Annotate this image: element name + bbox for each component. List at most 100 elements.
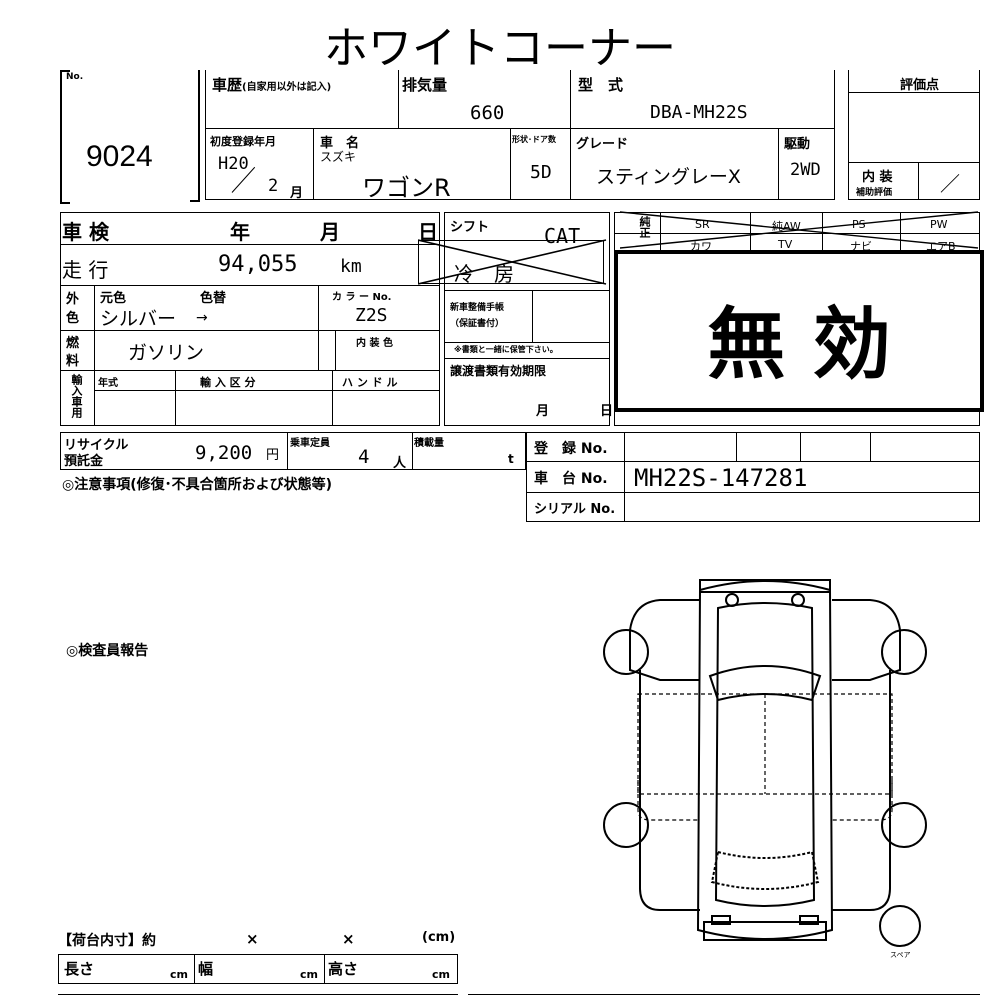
cargo-height-unit: cm xyxy=(432,968,450,981)
car-name: ワゴンR xyxy=(362,174,451,202)
first-reg-month-unit: 月 xyxy=(290,186,304,201)
equip-item-navi: ナビ xyxy=(850,240,872,253)
shaken-label: 車 検 xyxy=(62,220,109,244)
interior-color-label: 内 装 色 xyxy=(356,338,393,349)
lot-number: 9024 xyxy=(86,140,153,173)
recycle-row xyxy=(60,432,526,470)
cargo-width-unit: cm xyxy=(300,968,318,981)
fuel-value: ガソリン xyxy=(128,342,205,364)
manual-note: ※書類と一緒に保管下さい。 xyxy=(454,345,558,354)
shift-label: シフト xyxy=(450,220,490,235)
capacity-unit: 人 xyxy=(393,456,407,471)
mileage-label: 走 行 xyxy=(62,258,109,282)
model-value: DBA-MH22S xyxy=(650,102,748,123)
bottom-rule-right xyxy=(468,994,980,995)
serial-label: シリアル No. xyxy=(534,502,616,517)
recycle-label-2: 預託金 xyxy=(64,454,104,469)
capacity-value: 4 xyxy=(358,446,370,468)
cargo-x1: × xyxy=(246,930,259,948)
shift-value: CAT xyxy=(544,224,581,248)
interior-sub-label: 補助評価 xyxy=(856,188,893,198)
first-reg-label: 初度登録年月 xyxy=(210,135,276,148)
load-label: 積載量 xyxy=(414,438,444,449)
invalid-stamp-box xyxy=(614,250,984,412)
door-label: 形状･ドア数 xyxy=(512,135,556,144)
manual-label-2: （保証書付） xyxy=(450,319,505,329)
outer-color-label-2: 色 xyxy=(66,311,80,326)
no-bracket-left xyxy=(60,70,70,204)
transfer-day: 日 xyxy=(600,404,614,419)
cargo-height-label: 高さ xyxy=(328,960,359,978)
bottom-rule-left xyxy=(58,994,458,995)
cargo-length-label: 長さ xyxy=(64,960,95,978)
capacity-label: 乗車定員 xyxy=(290,438,330,449)
transfer-label: 譲渡書類有効期限 xyxy=(450,364,547,378)
invalid-stamp: 無 効 xyxy=(707,300,891,390)
reg-no-label: 登 録 No. xyxy=(534,441,608,457)
left-grid xyxy=(60,212,440,426)
car-diagram xyxy=(603,579,927,947)
cargo-unit: (cm) xyxy=(422,930,456,945)
mileage-unit: km xyxy=(340,256,362,277)
shaken-year-label: 年 xyxy=(230,220,250,244)
equipment-cross xyxy=(620,211,979,249)
middle-grid xyxy=(444,212,610,426)
color-no-value: Z2S xyxy=(355,305,388,326)
manual-label-1: 新車整備手帳 xyxy=(450,303,505,313)
equip-item-leather: カワ xyxy=(690,240,712,253)
transfer-month: 月 xyxy=(536,404,550,419)
spare-label: スペア xyxy=(890,951,911,959)
equip-item-pw: PW xyxy=(930,218,948,231)
grade-value: スティングレーX xyxy=(596,166,741,188)
load-unit: t xyxy=(508,452,514,466)
aircon-cross xyxy=(418,239,607,285)
repaint-label: 色替 xyxy=(200,291,227,306)
first-reg-era: H20 xyxy=(218,154,249,174)
equip-item-tv: TV xyxy=(778,238,793,251)
drive-label: 駆動 xyxy=(784,137,811,152)
cargo-x2: × xyxy=(342,930,355,948)
fuel-label-2: 料 xyxy=(66,354,80,369)
chassis-value: MH22S-147281 xyxy=(634,464,808,492)
outer-color-label-1: 外 xyxy=(66,292,80,307)
displacement-value: 660 xyxy=(470,102,505,124)
score-box xyxy=(848,70,980,200)
displacement-label: 排気量 xyxy=(402,76,448,94)
repaint-arrow: → xyxy=(196,310,208,326)
handle-label: ハ ン ド ル xyxy=(342,376,398,389)
fuel-label-1: 燃 xyxy=(66,336,80,351)
model-label: 型 式 xyxy=(578,76,624,94)
shaken-day-label: 日 xyxy=(418,220,438,244)
orig-color-value: シルバー xyxy=(100,308,177,330)
import-class-label: 輸 入 区 分 xyxy=(200,376,256,389)
maker: スズキ xyxy=(320,150,357,164)
recycle-label-1: リサイクル xyxy=(64,438,129,453)
history-label: 車歴(自家用以外は記入) xyxy=(212,76,332,94)
first-reg-month: 2 xyxy=(268,176,279,196)
shaken-month-label: 月 xyxy=(320,220,340,244)
no-bracket-right xyxy=(190,70,200,202)
score-label: 評価点 xyxy=(900,78,940,93)
header-grid xyxy=(205,70,835,200)
interior-label: 内 装 xyxy=(862,170,893,185)
door-value: 5D xyxy=(530,162,552,183)
registration-table xyxy=(526,432,980,522)
cargo-length-unit: cm xyxy=(170,968,188,981)
aircon-box xyxy=(418,240,604,284)
grade-label: グレード xyxy=(576,137,629,152)
chassis-label: 車 台 No. xyxy=(534,471,608,487)
notes-label: ◎注意事項(修復･不具合箇所および状態等) xyxy=(62,477,333,493)
cargo-width-label: 幅 xyxy=(198,960,214,978)
cargo-title: 【荷台内寸】約 xyxy=(58,933,156,949)
cargo-table xyxy=(58,954,458,984)
recycle-yen: 円 xyxy=(266,448,280,463)
interior-value: ／ xyxy=(940,172,960,196)
page-title: ホワイトコーナー xyxy=(324,23,676,74)
recycle-value: 9,200 xyxy=(195,442,253,464)
inspector-label: ◎検査員報告 xyxy=(66,643,149,659)
color-no-label: カ ラ ー No. xyxy=(332,292,392,303)
mileage-value: 94,055 xyxy=(218,252,298,277)
drive-value: 2WD xyxy=(790,160,821,180)
import-label: 輸入車用 xyxy=(70,374,83,418)
orig-color-label: 元色 xyxy=(100,291,127,306)
